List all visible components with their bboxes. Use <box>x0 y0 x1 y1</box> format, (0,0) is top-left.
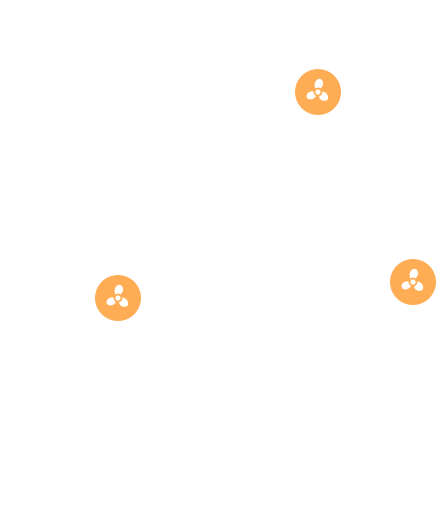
fan-marker[interactable] <box>95 275 141 321</box>
fan-icon <box>390 259 436 305</box>
fan-marker[interactable] <box>295 69 341 115</box>
fan-marker[interactable] <box>390 259 436 305</box>
fan-icon <box>95 275 141 321</box>
fan-icon <box>295 69 341 115</box>
